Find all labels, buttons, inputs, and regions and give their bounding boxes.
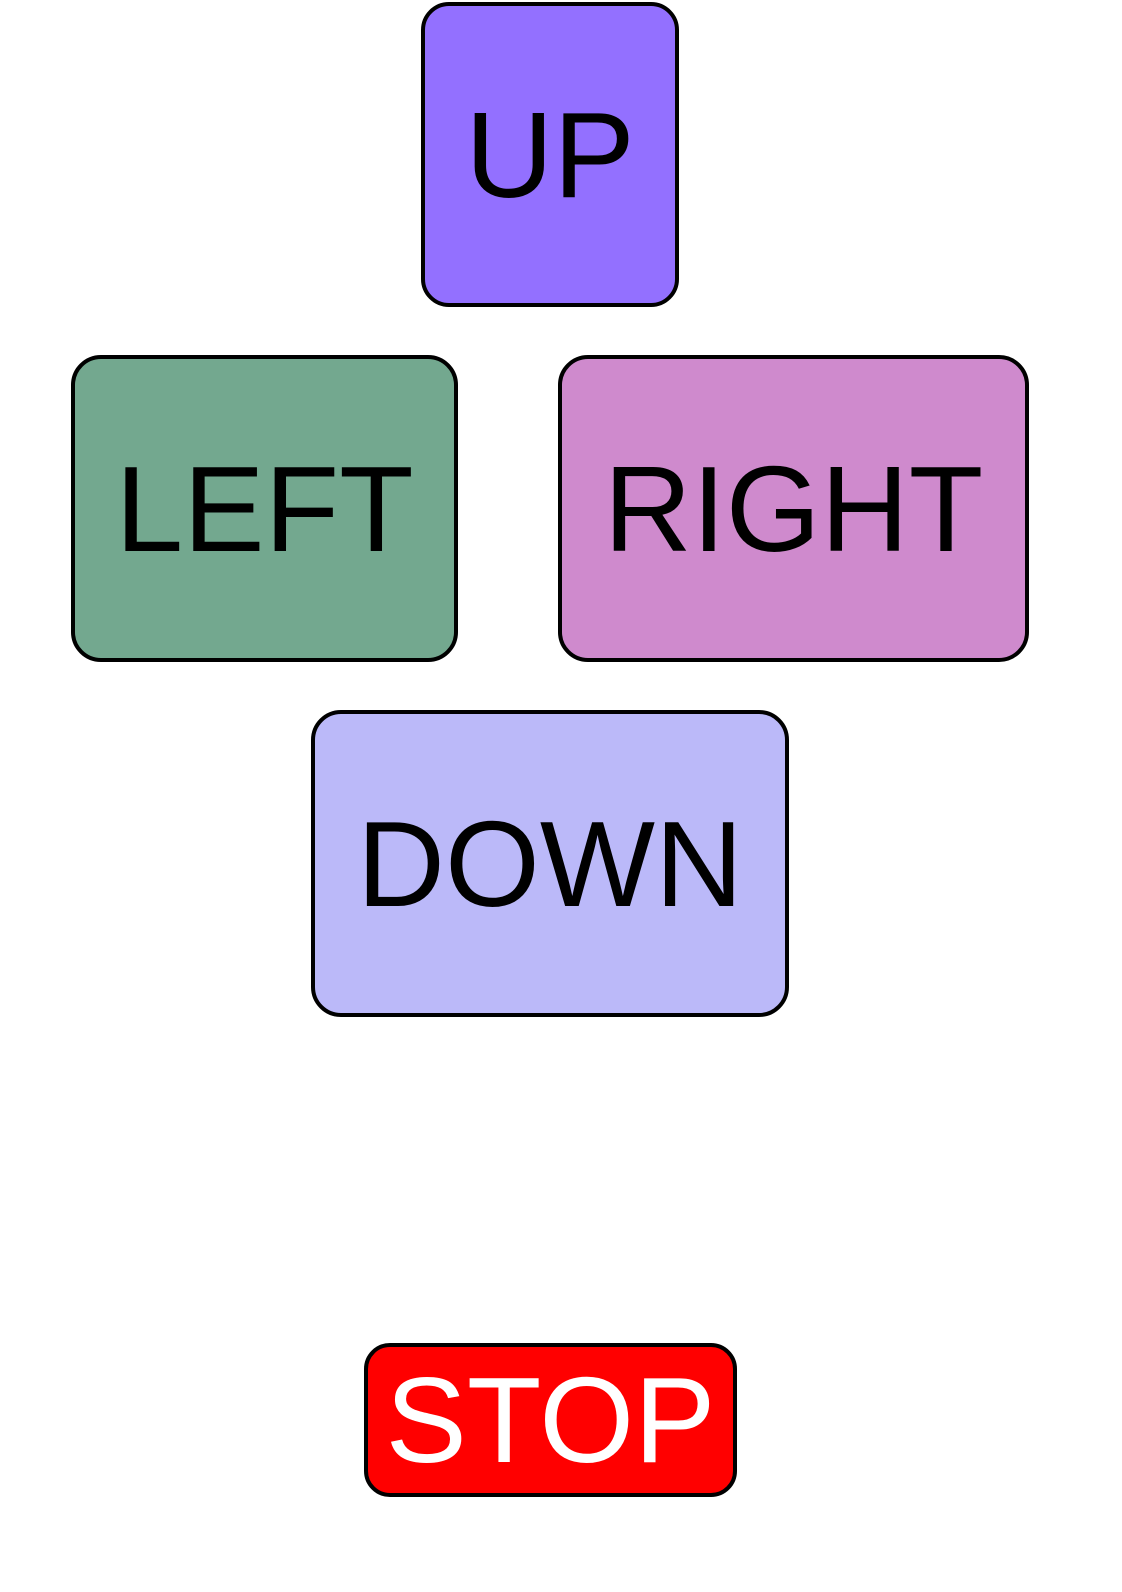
right-button-label: RIGHT: [603, 440, 984, 577]
up-button-label: UP: [465, 86, 635, 223]
up-button[interactable]: UP: [421, 2, 679, 307]
down-button-label: DOWN: [356, 795, 744, 932]
left-button[interactable]: LEFT: [71, 355, 458, 662]
stop-button[interactable]: STOP: [364, 1343, 737, 1497]
left-button-label: LEFT: [115, 440, 414, 577]
down-button[interactable]: DOWN: [311, 710, 789, 1017]
stop-button-label: STOP: [385, 1352, 716, 1488]
right-button[interactable]: RIGHT: [558, 355, 1029, 662]
